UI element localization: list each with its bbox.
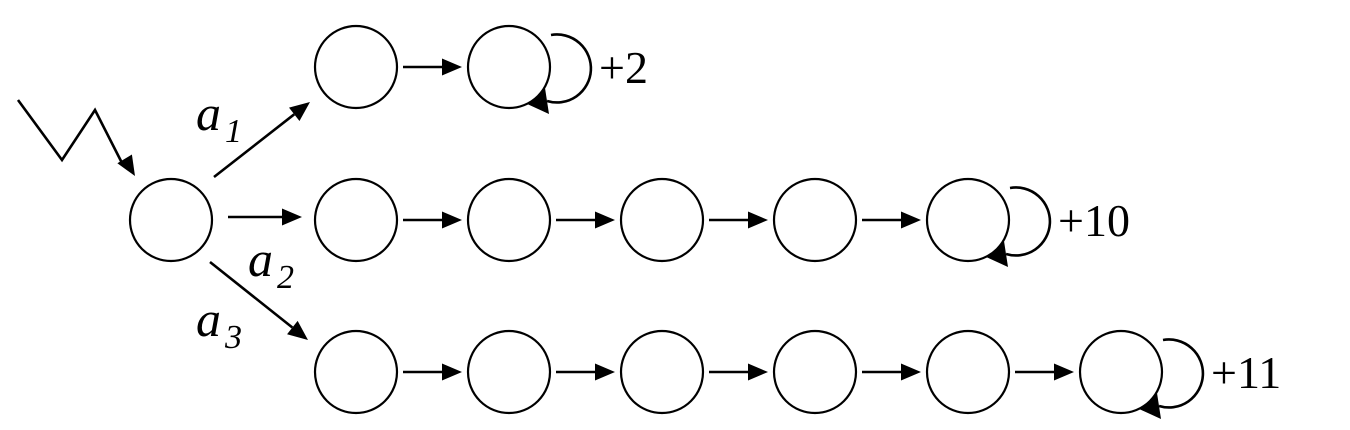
- chain-a3-state-6: [1078, 329, 1164, 415]
- chain-a3-state-1: [313, 329, 399, 415]
- chain-a3-transition-5: [1015, 363, 1074, 381]
- start-state: [128, 177, 214, 263]
- chain-a2-state-1: [313, 177, 399, 263]
- chain-a2-transition-4: [862, 211, 921, 229]
- chain-a3-transition-4: [862, 363, 921, 381]
- edges-layer: [16, 33, 1205, 419]
- chain-a2-state-2: [466, 177, 552, 263]
- zigzag-entry-arrow-icon: [16, 99, 135, 176]
- chain-a2-transition-2: [556, 211, 615, 229]
- reward-a3: +11: [1211, 347, 1281, 398]
- chain-a3-state-3: [619, 329, 705, 415]
- a1-self-loop-arrow-icon: [525, 33, 593, 114]
- chain-a2-state-3: [619, 177, 705, 263]
- chain-a1-state-2: [466, 24, 552, 110]
- states-layer: [128, 24, 1164, 415]
- chain-a3-state-4: [772, 329, 858, 415]
- reward-a1: +2: [599, 42, 648, 93]
- action-arrow-a1: [213, 102, 310, 179]
- action-arrow-a2: [228, 208, 302, 226]
- chain-a1-state-1: [313, 24, 399, 110]
- chain-a2-state-5: [925, 177, 1011, 263]
- chain-a3-transition-2: [556, 363, 615, 381]
- chain-a3-transition-3: [709, 363, 768, 381]
- a3-self-loop-arrow-icon: [1137, 338, 1205, 419]
- chain-a2-state-4: [772, 177, 858, 263]
- chain-a3-state-2: [466, 329, 552, 415]
- a2-self-loop-arrow-icon: [984, 186, 1052, 267]
- chain-a3-state-5: [925, 329, 1011, 415]
- chain-a2-transition-3: [709, 211, 768, 229]
- reward-a2: +10: [1058, 195, 1130, 246]
- chain-a1-transition-1: [403, 58, 462, 76]
- chain-a2-transition-1: [403, 211, 462, 229]
- action-arrow-a3: [209, 260, 308, 340]
- chain-a3-transition-1: [403, 363, 462, 381]
